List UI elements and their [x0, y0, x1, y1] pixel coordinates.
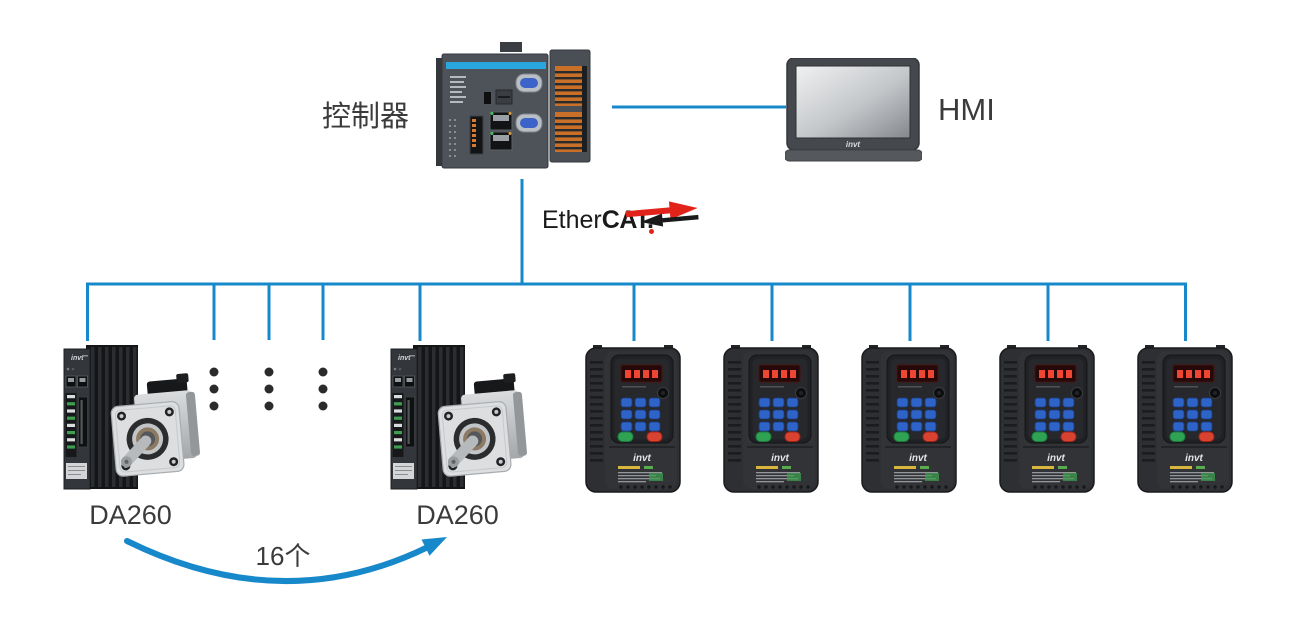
servo-drive-device-1: [58, 343, 203, 503]
inverter-device-2: [719, 345, 824, 495]
ethercat-bus-lines: [86, 105, 1187, 341]
arrow-head: [421, 537, 447, 556]
hmi-device: [785, 58, 922, 162]
ethercat-arrow-icon: [625, 201, 699, 227]
count-arrow: [124, 537, 447, 584]
controller-label: 控制器: [322, 101, 410, 133]
ethercat-registered-dot: [649, 229, 654, 234]
inverter-device-4: [995, 345, 1100, 495]
inverter-device-5: [1133, 345, 1238, 495]
hmi-label: HMI: [938, 92, 995, 127]
controller-device: [428, 40, 598, 180]
servo-model-label-1: DA260: [89, 500, 172, 530]
servo-count-label: 16个: [255, 541, 311, 571]
servo-model-label-2: DA260: [416, 500, 499, 530]
ethercat-text-regular: Ether: [542, 206, 602, 234]
inverter-device-1: [581, 345, 686, 495]
inverter-device-3: [857, 345, 962, 495]
ellipsis-dots: [209, 367, 328, 411]
servo-drive-device-2: [385, 343, 530, 503]
